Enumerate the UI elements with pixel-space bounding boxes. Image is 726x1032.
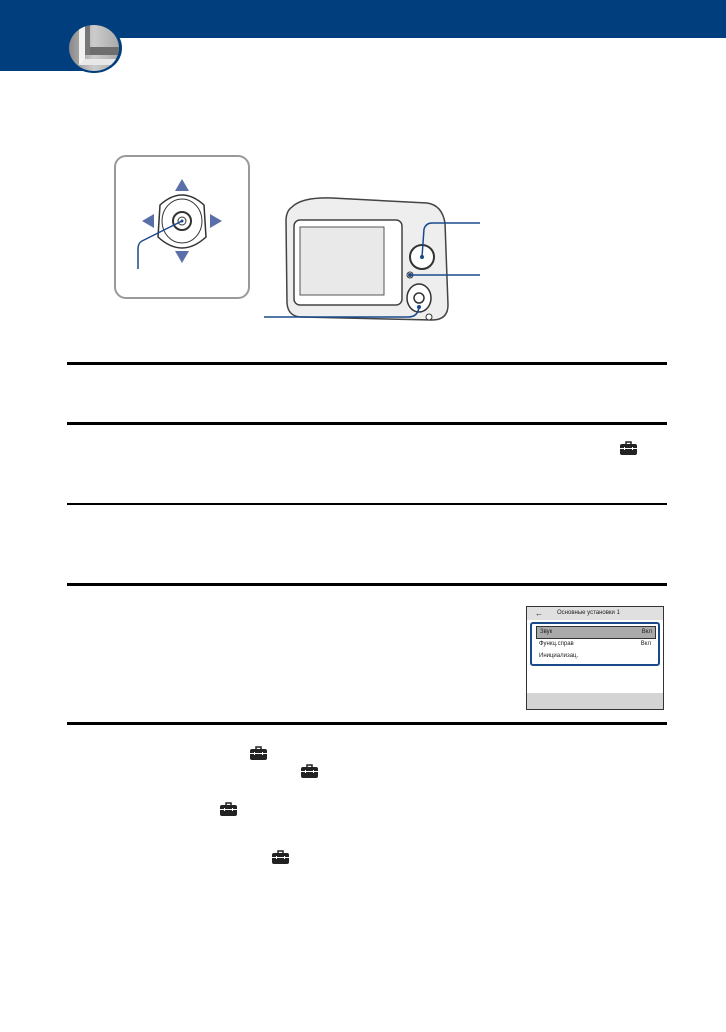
section-divider-4	[67, 583, 667, 586]
chapter-badge-icon	[66, 23, 122, 73]
lcd-menu-row: Инициализац.	[539, 653, 579, 659]
lcd-title: Основные установки 1	[557, 610, 620, 616]
lcd-footer	[527, 693, 663, 709]
section-divider-2	[67, 422, 667, 425]
lcd-menu-row: Звук Вкл	[536, 626, 656, 639]
toolbox-icon	[620, 441, 637, 455]
toolbox-icon	[220, 802, 237, 816]
lcd-screen-mockup: ← Основные установки 1 Звук Вкл Функц.сп…	[526, 606, 664, 710]
control-button-icon	[137, 179, 222, 269]
control-pad-figure	[114, 155, 250, 299]
toolbox-icon	[301, 764, 318, 778]
toolbox-icon	[272, 850, 289, 864]
header-bar	[0, 0, 726, 38]
lcd-menu-row: Функц.справ Вкл	[539, 641, 651, 647]
section-divider-1	[67, 362, 667, 365]
section-divider-5	[67, 722, 667, 725]
toolbox-icon	[250, 746, 267, 760]
lcd-menu-frame: Звук Вкл Функц.справ Вкл Инициализац.	[530, 622, 660, 666]
section-divider-3	[67, 503, 667, 505]
camera-back-icon	[264, 197, 480, 321]
back-arrow-icon: ←	[535, 609, 543, 618]
lcd-title-bar: ← Основные установки 1	[527, 607, 663, 620]
